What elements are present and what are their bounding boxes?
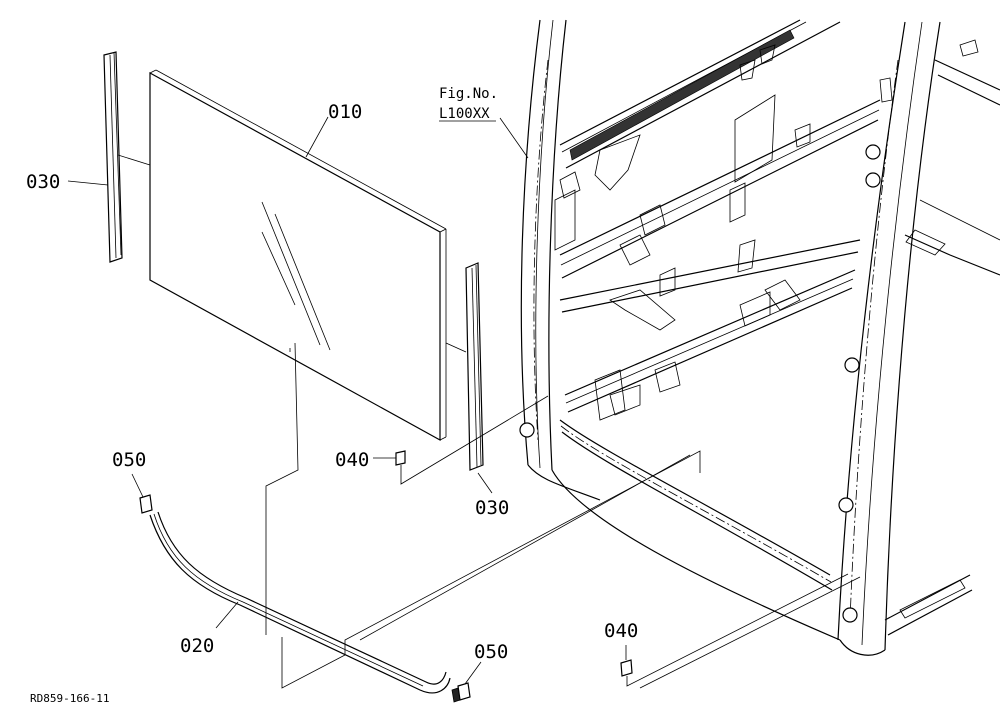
fig-ref-line1: Fig.No. — [439, 86, 498, 102]
cap-right — [451, 682, 471, 703]
callout-020: 020 — [180, 635, 214, 657]
callout-010: 010 — [328, 101, 362, 123]
figure-reference: Fig.No. L100XX — [439, 86, 498, 122]
glass-panel — [149, 69, 447, 442]
fig-ref-line2: L100XX — [439, 106, 490, 122]
callout-040-lower: 040 — [604, 620, 638, 642]
left-seal — [103, 51, 123, 263]
callout-040-upper: 040 — [335, 449, 369, 471]
callout-030-left: 030 — [26, 171, 60, 193]
drawing-code: RD859-166-11 — [30, 692, 109, 705]
leader-lines — [67, 116, 861, 689]
bottom-channel — [149, 511, 451, 694]
callout-050-right: 050 — [474, 641, 508, 663]
right-seal — [465, 262, 484, 471]
callout-050-left: 050 — [112, 449, 146, 471]
clip-upper — [395, 450, 406, 466]
cap-left — [139, 494, 153, 514]
callout-030-right: 030 — [475, 497, 509, 519]
clip-lower — [620, 659, 633, 677]
cab-frame — [519, 19, 1000, 656]
pillar-grommets — [519, 144, 881, 623]
